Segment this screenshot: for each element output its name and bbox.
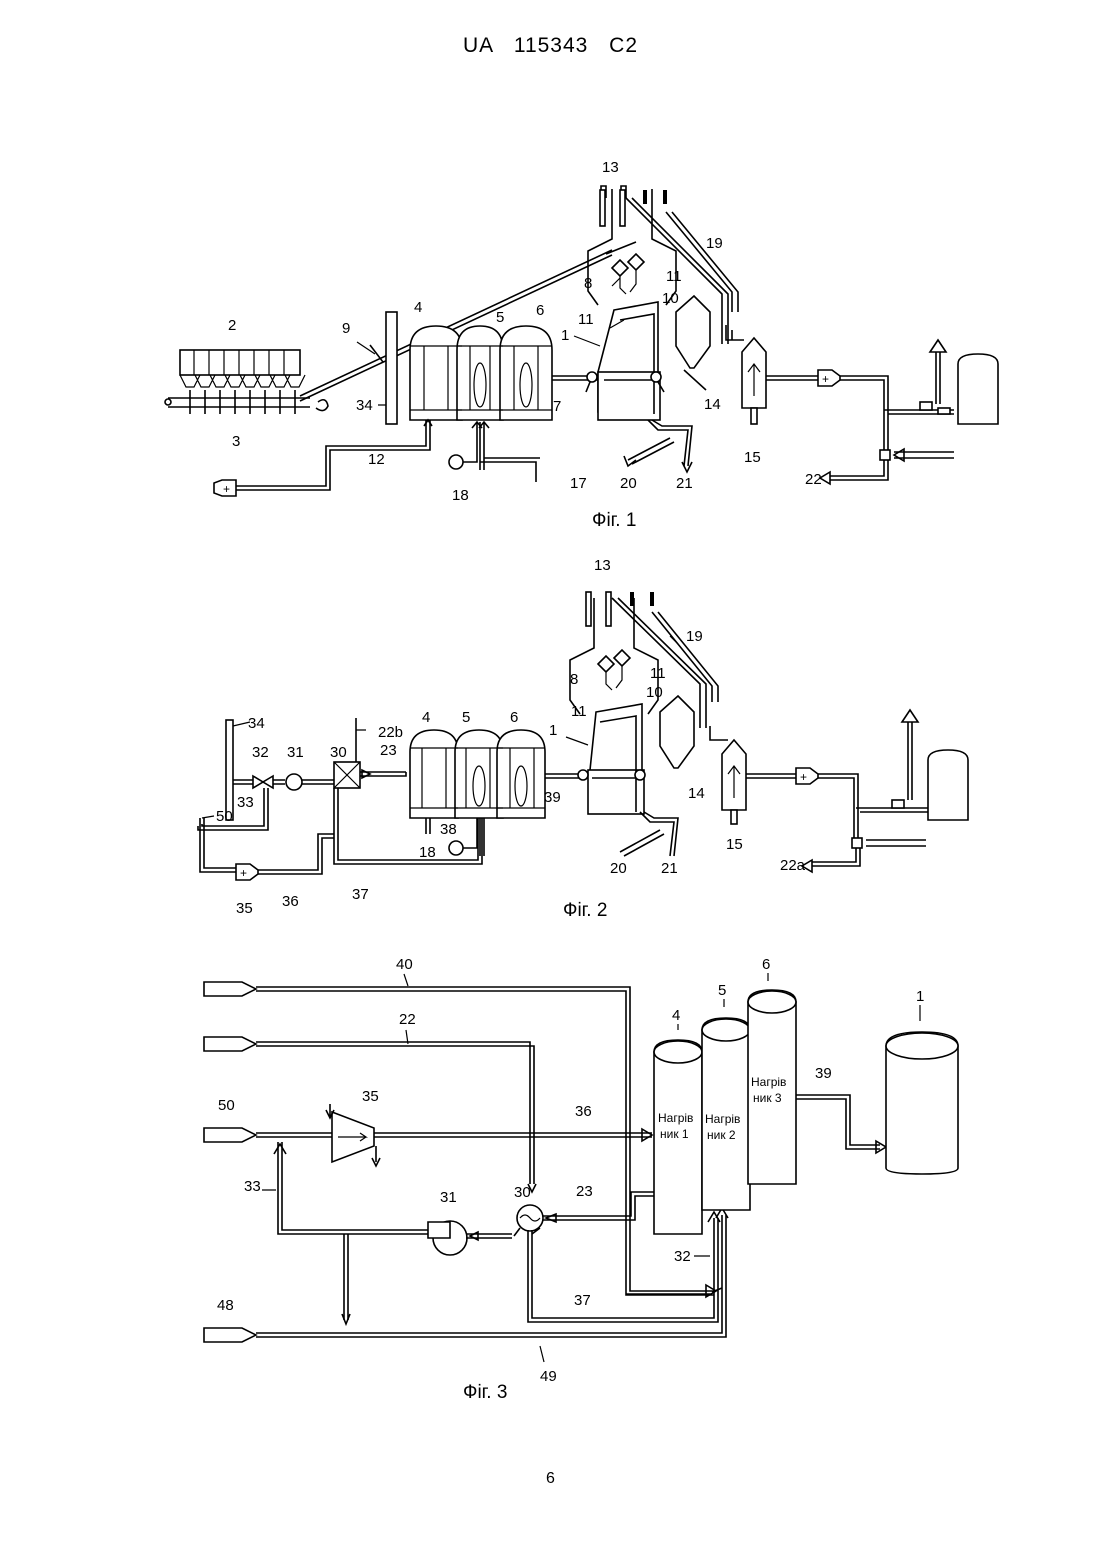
fig3-heater2-line2: ник 2	[707, 1128, 736, 1142]
bunker-row	[165, 350, 328, 414]
fig2-label-22b: 22b	[378, 724, 403, 741]
fig3-caption: Фіг. 3	[463, 1382, 507, 1403]
fig3-label-4: 4	[672, 1007, 680, 1024]
fig3-heater2-line1: Нагрів	[705, 1112, 740, 1126]
blast-furnace-fig1	[586, 302, 664, 420]
fig2-label-30: 30	[330, 744, 347, 761]
fig3-label-32: 32	[674, 1248, 691, 1265]
fig1-label-11a: 11	[666, 268, 682, 285]
fig3-label-36: 36	[575, 1103, 592, 1120]
fig3-label-33: 33	[244, 1178, 261, 1195]
fig2-label-36: 36	[282, 893, 299, 910]
fig2-label-4: 4	[422, 709, 430, 726]
fig3-heater1-line1: Нагрів	[658, 1111, 693, 1125]
fig2-label-21: 21	[661, 860, 678, 877]
svg-text:+: +	[822, 372, 829, 386]
furnace-top-fig1	[588, 186, 738, 344]
fig1-label-12: 12	[368, 451, 385, 468]
fig2-label-22a: 22a	[780, 857, 806, 874]
fig2-label-5: 5	[462, 709, 470, 726]
fig2-label-18: 18	[419, 844, 436, 861]
fig2-label-1: 1	[549, 722, 557, 739]
fig1-label-1: 1	[561, 327, 569, 344]
fig2-label-39: 39	[544, 789, 561, 806]
fig3-heater1-line2: ник 1	[660, 1127, 689, 1141]
fig2-label-37: 37	[352, 886, 369, 903]
fig3-heater3-line2: ник 3	[753, 1091, 782, 1105]
fig2-label-19: 19	[686, 628, 703, 645]
fig2-label-34: 34	[248, 715, 265, 732]
blast-furnace-fig2	[570, 592, 718, 814]
fig1-label-13: 13	[602, 159, 619, 176]
fig2-label-50: 50	[216, 808, 233, 825]
fig2-label-20: 20	[610, 860, 627, 877]
fig2-label-23: 23	[380, 742, 397, 759]
fig2-label-38: 38	[440, 821, 457, 838]
fig3-label-5: 5	[718, 982, 726, 999]
fig2-label-15: 15	[726, 836, 743, 853]
fig2-label-8: 8	[570, 671, 578, 688]
fig1-label-11b: 11	[578, 311, 594, 328]
fig3-label-37: 37	[574, 1292, 591, 1309]
fig1-label-34: 34	[356, 397, 373, 414]
fig1-label-4: 4	[414, 299, 422, 316]
svg-text:+: +	[800, 770, 807, 784]
fig1-label-15: 15	[744, 449, 761, 466]
fig1-label-2: 2	[228, 317, 236, 334]
fig1-label-19: 19	[706, 235, 723, 252]
fig1-label-21: 21	[676, 475, 693, 492]
fig2-caption: Фіг. 2	[563, 900, 607, 921]
fig1-label-20: 20	[620, 475, 637, 492]
heaters-fig2	[410, 730, 545, 818]
fig2-label-6: 6	[510, 709, 518, 726]
fig2-label-11b: 11	[571, 703, 587, 720]
fig3-label-35: 35	[362, 1088, 379, 1105]
fig3-label-22: 22	[399, 1011, 416, 1028]
fig2-label-11a: 11	[650, 665, 666, 682]
figure-3: Нагрів ник 1 Нагрів ник 2 Нагрів ник 3 4…	[204, 956, 958, 1403]
fig2-label-35: 35	[236, 900, 253, 917]
fig3-label-39: 39	[815, 1065, 832, 1082]
fig3-label-40: 40	[396, 956, 413, 973]
fig1-label-10: 10	[662, 290, 679, 307]
fig1-label-9: 9	[342, 320, 350, 337]
fig3-heater3-line1: Нагрів	[751, 1075, 786, 1089]
page-number: 6	[0, 1470, 1101, 1488]
fig2-label-14: 14	[688, 785, 705, 802]
figure-1: + + 2 3 4 5 6 7 8	[165, 159, 998, 531]
fig1-label-22: 22	[805, 471, 822, 488]
fig2-label-32: 32	[252, 744, 269, 761]
figure-2: +	[198, 557, 968, 921]
fig1-label-7: 7	[553, 398, 561, 415]
fig3-label-31: 31	[440, 1189, 457, 1206]
fig1-label-14: 14	[704, 396, 721, 413]
fig3-label-30: 30	[514, 1184, 531, 1201]
fig2-label-10: 10	[646, 684, 663, 701]
fig3-label-23: 23	[576, 1183, 593, 1200]
fig1-label-18: 18	[452, 487, 469, 504]
fig1-label-6: 6	[536, 302, 544, 319]
fig2-label-31: 31	[287, 744, 304, 761]
fig1-label-5: 5	[496, 309, 504, 326]
fig3-label-1: 1	[916, 988, 924, 1005]
fig3-label-48: 48	[217, 1297, 234, 1314]
fig3-label-49: 49	[540, 1368, 557, 1385]
fig1-label-17: 17	[570, 475, 587, 492]
fig3-label-50: 50	[218, 1097, 235, 1114]
fig1-label-3: 3	[232, 433, 240, 450]
fig1-label-8: 8	[584, 275, 592, 292]
fig2-label-33: 33	[237, 794, 254, 811]
fig2-label-13: 13	[594, 557, 611, 574]
svg-text:+: +	[240, 866, 247, 880]
fig1-caption: Фіг. 1	[592, 510, 636, 531]
heaters-fig1	[410, 326, 552, 420]
fig3-label-6: 6	[762, 956, 770, 973]
heaters-fig3: Нагрів ник 1 Нагрів ник 2 Нагрів ник 3	[654, 990, 796, 1234]
svg-text:+: +	[223, 482, 230, 496]
